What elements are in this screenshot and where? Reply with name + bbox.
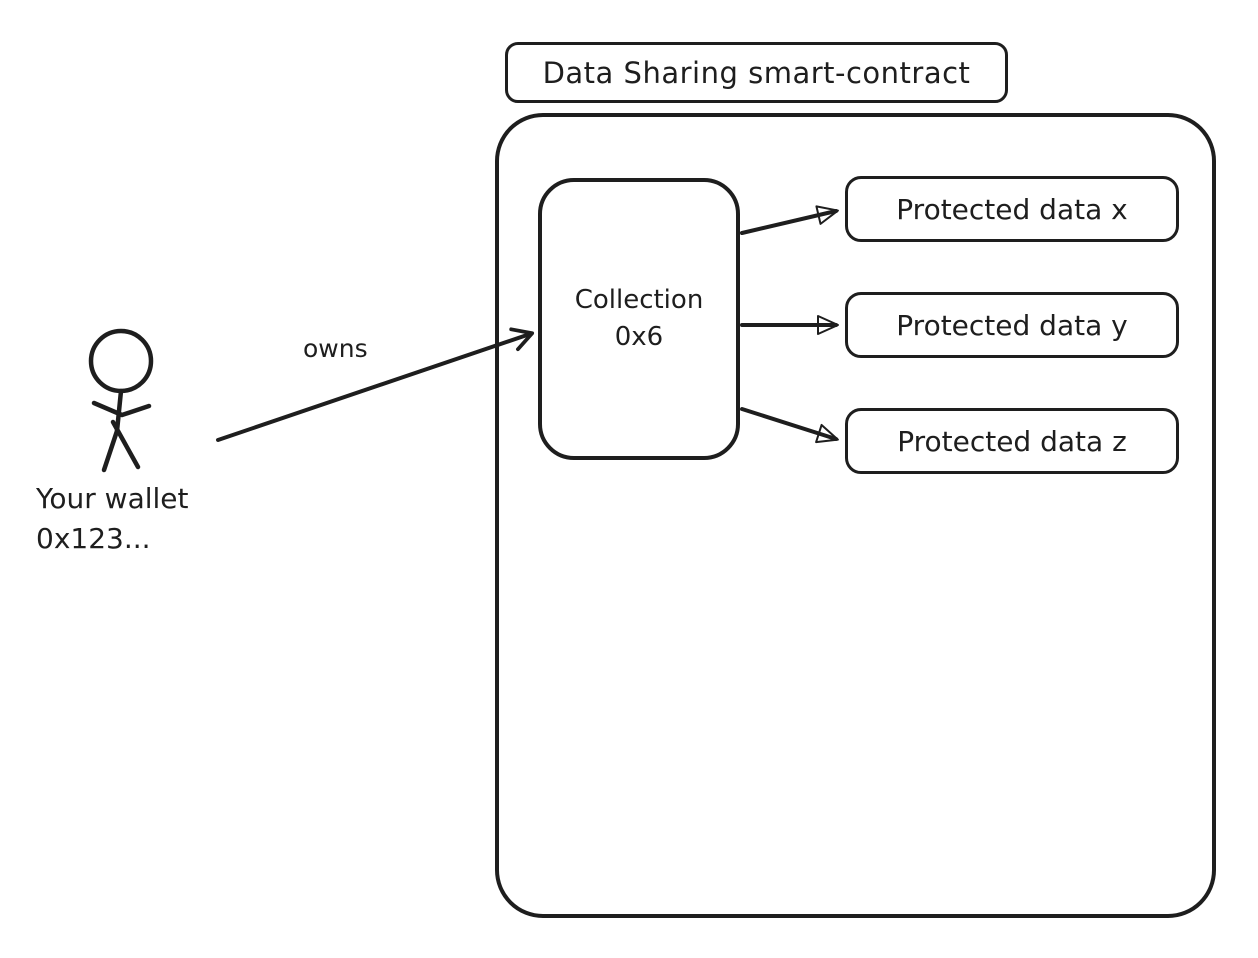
protected-data-label-z: Protected data z xyxy=(897,424,1127,458)
stick-figure-right-leg xyxy=(110,419,141,470)
collection-label-line2: 0x6 xyxy=(614,322,664,352)
owns-arrow-label: owns xyxy=(303,334,368,363)
stick-figure-left-leg xyxy=(101,428,120,473)
owns-arrow xyxy=(216,327,535,442)
protected-data-box-x: Protected data x xyxy=(845,176,1179,242)
stick-figure-head xyxy=(88,328,154,394)
protected-data-label-y: Protected data y xyxy=(896,308,1128,342)
protected-data-box-y: Protected data y xyxy=(845,292,1179,358)
stick-figure-icon xyxy=(88,328,154,473)
smart-contract-title: Data Sharing smart-contract xyxy=(542,55,971,90)
collection-box: Collection 0x6 xyxy=(538,178,740,460)
protected-data-label-x: Protected data x xyxy=(896,192,1128,226)
collection-label-line1: Collection xyxy=(574,285,704,315)
wallet-label: Your wallet 0x123... xyxy=(36,479,189,559)
protected-data-box-z: Protected data z xyxy=(845,408,1179,474)
wallet-label-line1: Your wallet xyxy=(36,482,189,515)
smart-contract-title-box: Data Sharing smart-contract xyxy=(505,42,1008,103)
wallet-label-line2: 0x123... xyxy=(36,522,151,555)
stick-figure-arms xyxy=(91,400,152,418)
stick-figure-body xyxy=(114,388,124,434)
